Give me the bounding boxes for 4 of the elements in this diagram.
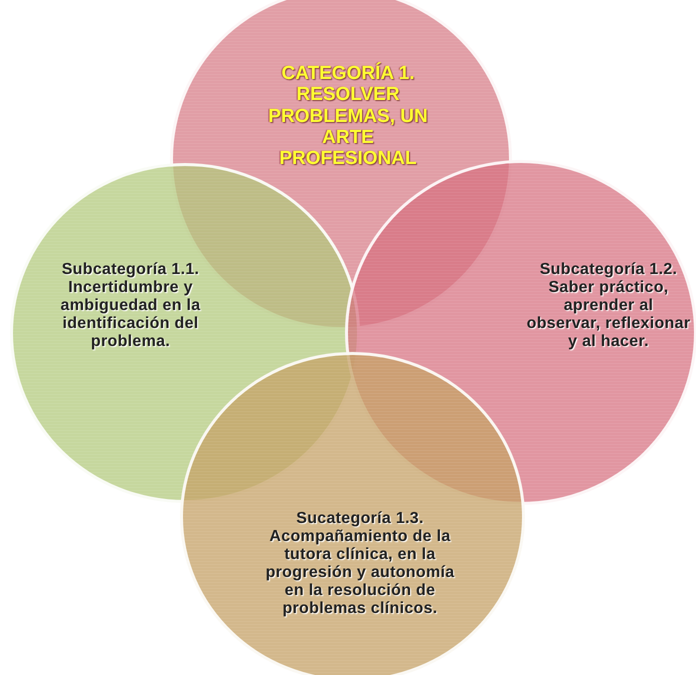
category-title: CATEGORÍA 1. RESOLVER PROBLEMAS, UN ARTE PROFESIONAL [268,63,428,170]
subcategory-label: Sucategoría 1.3. Acompañamiento de la tutora clínica, en la progresión y autonomía en la resolución de problemas clínicos. [264,510,456,618]
subcategory-label: Subcategoría 1.1. Incertidumbre y ambiguedad en la identificación del problema. [60,261,202,351]
subcategory-label: Subcategoría 1.2. Saber práctico, aprender al observar, reflexionar y al hacer. [526,261,691,351]
